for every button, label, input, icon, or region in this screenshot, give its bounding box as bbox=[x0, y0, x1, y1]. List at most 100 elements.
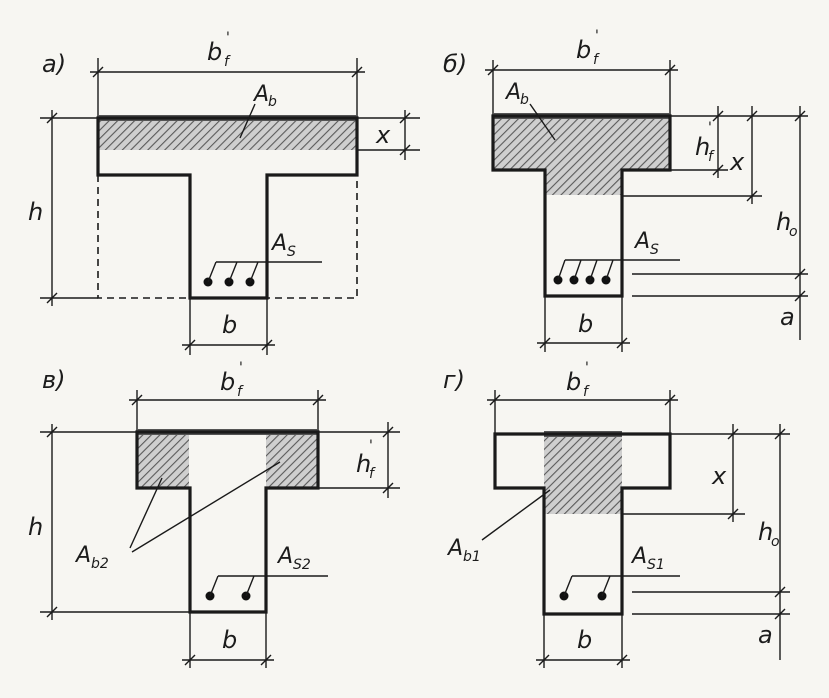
panel-v: в) b f ' h f ' bbox=[28, 360, 400, 668]
svg-text:f: f bbox=[237, 384, 244, 400]
dim-tick bbox=[774, 586, 786, 598]
panel-b: б) b f ' A b h f ' bbox=[443, 28, 808, 352]
svg-text:o: o bbox=[771, 534, 780, 550]
dim-tick bbox=[794, 110, 806, 122]
svg-text:': ' bbox=[226, 30, 230, 46]
leader-line bbox=[529, 103, 556, 141]
overhang-zone-right bbox=[266, 432, 318, 488]
dim-tick bbox=[774, 428, 786, 440]
dim-tick bbox=[92, 66, 104, 78]
svg-text:b: b bbox=[566, 368, 581, 396]
svg-text:f: f bbox=[224, 54, 231, 70]
svg-text:b: b bbox=[268, 94, 277, 110]
label-depth: x bbox=[729, 148, 745, 176]
dim-tick bbox=[746, 110, 758, 122]
svg-text:A: A bbox=[276, 544, 293, 569]
dim-tick bbox=[46, 112, 58, 124]
dim-tick bbox=[399, 112, 411, 124]
svg-text:h: h bbox=[776, 208, 791, 236]
label-web-width: b bbox=[222, 626, 237, 654]
dim-tick bbox=[184, 654, 196, 666]
label-overhang-area: A b2 bbox=[74, 543, 109, 572]
label-flange-width: b f ' bbox=[220, 360, 244, 400]
dim-tick bbox=[46, 606, 58, 618]
dim-tick bbox=[312, 394, 324, 406]
label-web-width: b bbox=[222, 311, 237, 339]
svg-text:b: b bbox=[576, 36, 591, 64]
dim-tick bbox=[184, 339, 196, 351]
label-web-area: A b1 bbox=[446, 536, 481, 565]
compressed-zone bbox=[98, 118, 357, 150]
web-compressed-zone bbox=[544, 434, 622, 514]
leader-line bbox=[239, 103, 256, 139]
dim-tick bbox=[794, 290, 806, 302]
dim-tick bbox=[351, 66, 363, 78]
dim-tick bbox=[382, 482, 394, 494]
dim-tick bbox=[712, 110, 724, 122]
label-height: h bbox=[28, 513, 43, 541]
label-steel-area: A S bbox=[633, 229, 659, 258]
label-effective-depth: h o bbox=[758, 518, 780, 550]
dim-tick bbox=[46, 292, 58, 304]
dim-tick bbox=[712, 164, 724, 176]
panel-label: г) bbox=[443, 366, 465, 394]
dim-tick bbox=[727, 428, 739, 440]
dim-tick bbox=[727, 508, 739, 520]
dim-tick bbox=[538, 654, 550, 666]
svg-text:A: A bbox=[630, 544, 647, 569]
label-steel-area: A S1 bbox=[630, 544, 665, 573]
panel-g: г) b f ' x h o a bbox=[443, 360, 790, 668]
label-flange-height: h f ' bbox=[695, 120, 715, 165]
svg-text:A: A bbox=[504, 80, 521, 105]
panel-label: в) bbox=[42, 366, 66, 394]
dim-tick bbox=[489, 394, 501, 406]
svg-text:b: b bbox=[520, 92, 529, 108]
label-flange-width: b f ' bbox=[207, 30, 231, 70]
dim-tick bbox=[774, 608, 786, 620]
dim-tick bbox=[131, 394, 143, 406]
label-cover: a bbox=[758, 621, 773, 649]
svg-text:b: b bbox=[207, 38, 222, 66]
svg-text:': ' bbox=[708, 120, 712, 136]
svg-text:f: f bbox=[708, 149, 715, 165]
panel-a: а) b f ' A b h bbox=[28, 30, 420, 355]
svg-text:h: h bbox=[356, 450, 371, 478]
dim-tick bbox=[616, 654, 628, 666]
svg-text:A: A bbox=[446, 536, 463, 561]
svg-text:A: A bbox=[74, 543, 91, 568]
dim-tick bbox=[260, 654, 272, 666]
dim-tick bbox=[616, 337, 628, 349]
svg-text:': ' bbox=[595, 28, 599, 44]
leader-line bbox=[557, 259, 680, 281]
svg-text:S2: S2 bbox=[293, 557, 311, 573]
leader-line bbox=[131, 461, 281, 553]
svg-text:A: A bbox=[270, 231, 287, 256]
svg-text:A: A bbox=[633, 229, 650, 254]
panel-label: б) bbox=[443, 50, 467, 78]
dim-tick bbox=[664, 64, 676, 76]
svg-text:o: o bbox=[789, 224, 798, 240]
svg-text:S: S bbox=[287, 244, 296, 260]
svg-text:f: f bbox=[369, 466, 376, 482]
svg-text:A: A bbox=[252, 82, 269, 107]
label-compressed-area: A b bbox=[252, 82, 277, 110]
label-web-width: b bbox=[577, 626, 592, 654]
leader-line bbox=[481, 489, 551, 541]
leader-line bbox=[209, 575, 328, 597]
dim-tick bbox=[746, 190, 758, 202]
overhang-zone-left bbox=[137, 432, 189, 488]
svg-text:S: S bbox=[650, 242, 659, 258]
label-effective-depth: h o bbox=[776, 208, 798, 240]
leader-line bbox=[563, 575, 680, 597]
leader-line bbox=[207, 261, 322, 283]
dim-tick bbox=[382, 426, 394, 438]
panel-label: а) bbox=[42, 50, 66, 78]
svg-text:f: f bbox=[583, 384, 590, 400]
dim-tick bbox=[46, 426, 58, 438]
label-cover: a bbox=[780, 303, 795, 331]
label-compressed-area: A b bbox=[504, 80, 529, 108]
svg-text:': ' bbox=[585, 360, 589, 376]
label-flange-height: h f ' bbox=[356, 438, 376, 482]
label-flange-width: b f ' bbox=[576, 28, 600, 68]
